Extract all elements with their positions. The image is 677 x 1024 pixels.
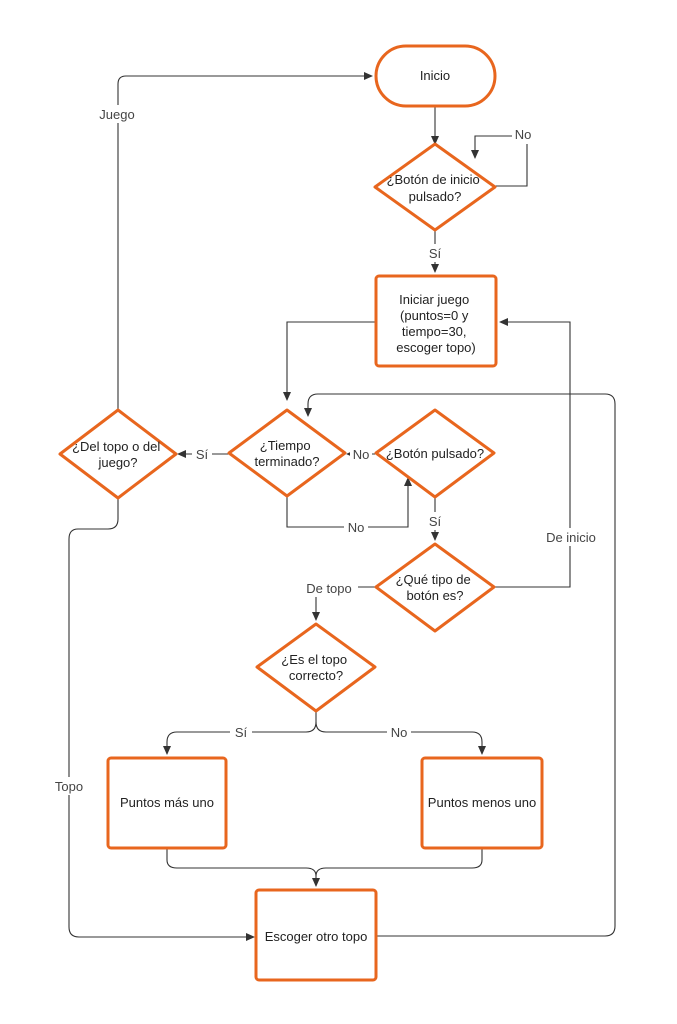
svg-text:¿Del topo o del juego?: ¿Del topo o del juego? (72, 439, 164, 470)
svg-text:¿Botón de inicio pulsa: ¿Botón de inicio pulsado? (387, 172, 484, 204)
edge-iniciar-to-tiempo (283, 321, 376, 401)
label-no-boton-inicio: No (515, 127, 532, 142)
node-tiempo-terminado: ¿Tiempo terminado? (227, 408, 347, 498)
node-escoger-line-1: Escoger otro topo (265, 929, 368, 944)
label-juego: Juego (99, 107, 134, 122)
node-escoger-otro: Escoger otro topo (254, 888, 378, 982)
node-correcto-line-2: correcto? (289, 668, 343, 683)
node-tipo-boton: ¿Qué tipo de botón es? (374, 542, 496, 633)
node-iniciar-juego: Iniciar juego (puntos=0 y tiempo=30, esc… (374, 274, 498, 368)
label-si-correcto: Sí (235, 725, 248, 740)
node-boton-inicio-line-1: ¿Botón de inicio (387, 172, 480, 187)
label-no-tiempo: No (348, 520, 365, 535)
svg-text:Iniciar juego (puntos=: Iniciar juego (puntos=0 y tiempo=30, esc… (396, 292, 476, 355)
label-de-topo: De topo (306, 581, 352, 596)
svg-text:¿Es el topo correcto?: ¿Es el topo correcto? (281, 652, 350, 683)
node-puntos-mas-line-1: Puntos más uno (120, 795, 214, 810)
node-puntos-mas: Puntos más uno (106, 756, 228, 850)
node-del-topo-line-2: juego? (97, 455, 137, 470)
edge-mas-to-escoger (166, 848, 320, 887)
node-del-topo-line-1: ¿Del topo o del (72, 439, 160, 454)
edge-labels: No Sí Juego Sí No No Sí De inicio De top… (50, 105, 602, 795)
label-si-tiempo: Sí (196, 447, 209, 462)
node-iniciar-line-3: tiempo=30, (402, 324, 467, 339)
node-iniciar-line-1: Iniciar juego (399, 292, 469, 307)
edge-tipo-to-iniciar (494, 318, 571, 588)
node-iniciar-line-4: escoger topo) (396, 340, 476, 355)
node-tiempo-line-1: ¿Tiempo (260, 438, 311, 453)
node-tipo-line-2: botón es? (406, 588, 463, 603)
nodes: Inicio ¿Botón de inicio pulsado? Iniciar… (58, 44, 544, 982)
label-si-boton-inicio: Sí (429, 246, 442, 261)
edge-menos-to-escoger (315, 848, 483, 877)
svg-text:¿Qué tipo de botón es?: ¿Qué tipo de botón es? (396, 572, 475, 603)
label-de-inicio: De inicio (546, 530, 596, 545)
edge-del-topo-to-escoger (68, 498, 255, 941)
svg-text:¿Botón pulsado?: ¿Botón pulsado? (386, 446, 484, 461)
svg-text:Puntos menos uno: Puntos menos uno (428, 795, 536, 810)
node-del-topo: ¿Del topo o del juego? (58, 408, 178, 500)
node-topo-correcto: ¿Es el topo correcto? (255, 622, 377, 713)
node-iniciar-line-2: (puntos=0 y (400, 308, 469, 323)
label-si-boton-pulsado: Sí (429, 514, 442, 529)
svg-text:Puntos más uno: Puntos más uno (120, 795, 214, 810)
node-boton-inicio-line-2: pulsado? (409, 189, 462, 204)
svg-text:Escoger otro topo: Escoger otro topo (265, 929, 368, 944)
svg-text:Inicio: Inicio (420, 68, 450, 83)
label-no-boton-pulsado: No (353, 447, 370, 462)
node-inicio-line-1: Inicio (420, 68, 450, 83)
edge-escoger-to-tiempo (304, 393, 616, 937)
node-tiempo-line-2: terminado? (254, 454, 319, 469)
node-puntos-menos: Puntos menos uno (420, 756, 544, 850)
node-boton-inicio: ¿Botón de inicio pulsado? (373, 142, 497, 232)
edge-correcto-to-menos (315, 721, 486, 755)
label-topo: Topo (55, 779, 83, 794)
edge-del-topo-to-inicio (117, 72, 373, 410)
node-correcto-line-1: ¿Es el topo (281, 652, 347, 667)
label-no-correcto: No (391, 725, 408, 740)
svg-text:¿Tiempo terminado?: ¿Tiempo terminado? (254, 438, 319, 469)
node-boton-pulsado: ¿Botón pulsado? (374, 408, 496, 499)
node-inicio: Inicio (374, 44, 497, 108)
node-tipo-line-1: ¿Qué tipo de (396, 572, 471, 587)
node-puntos-menos-line-1: Puntos menos uno (428, 795, 536, 810)
node-boton-pulsado-line-1: ¿Botón pulsado? (386, 446, 484, 461)
